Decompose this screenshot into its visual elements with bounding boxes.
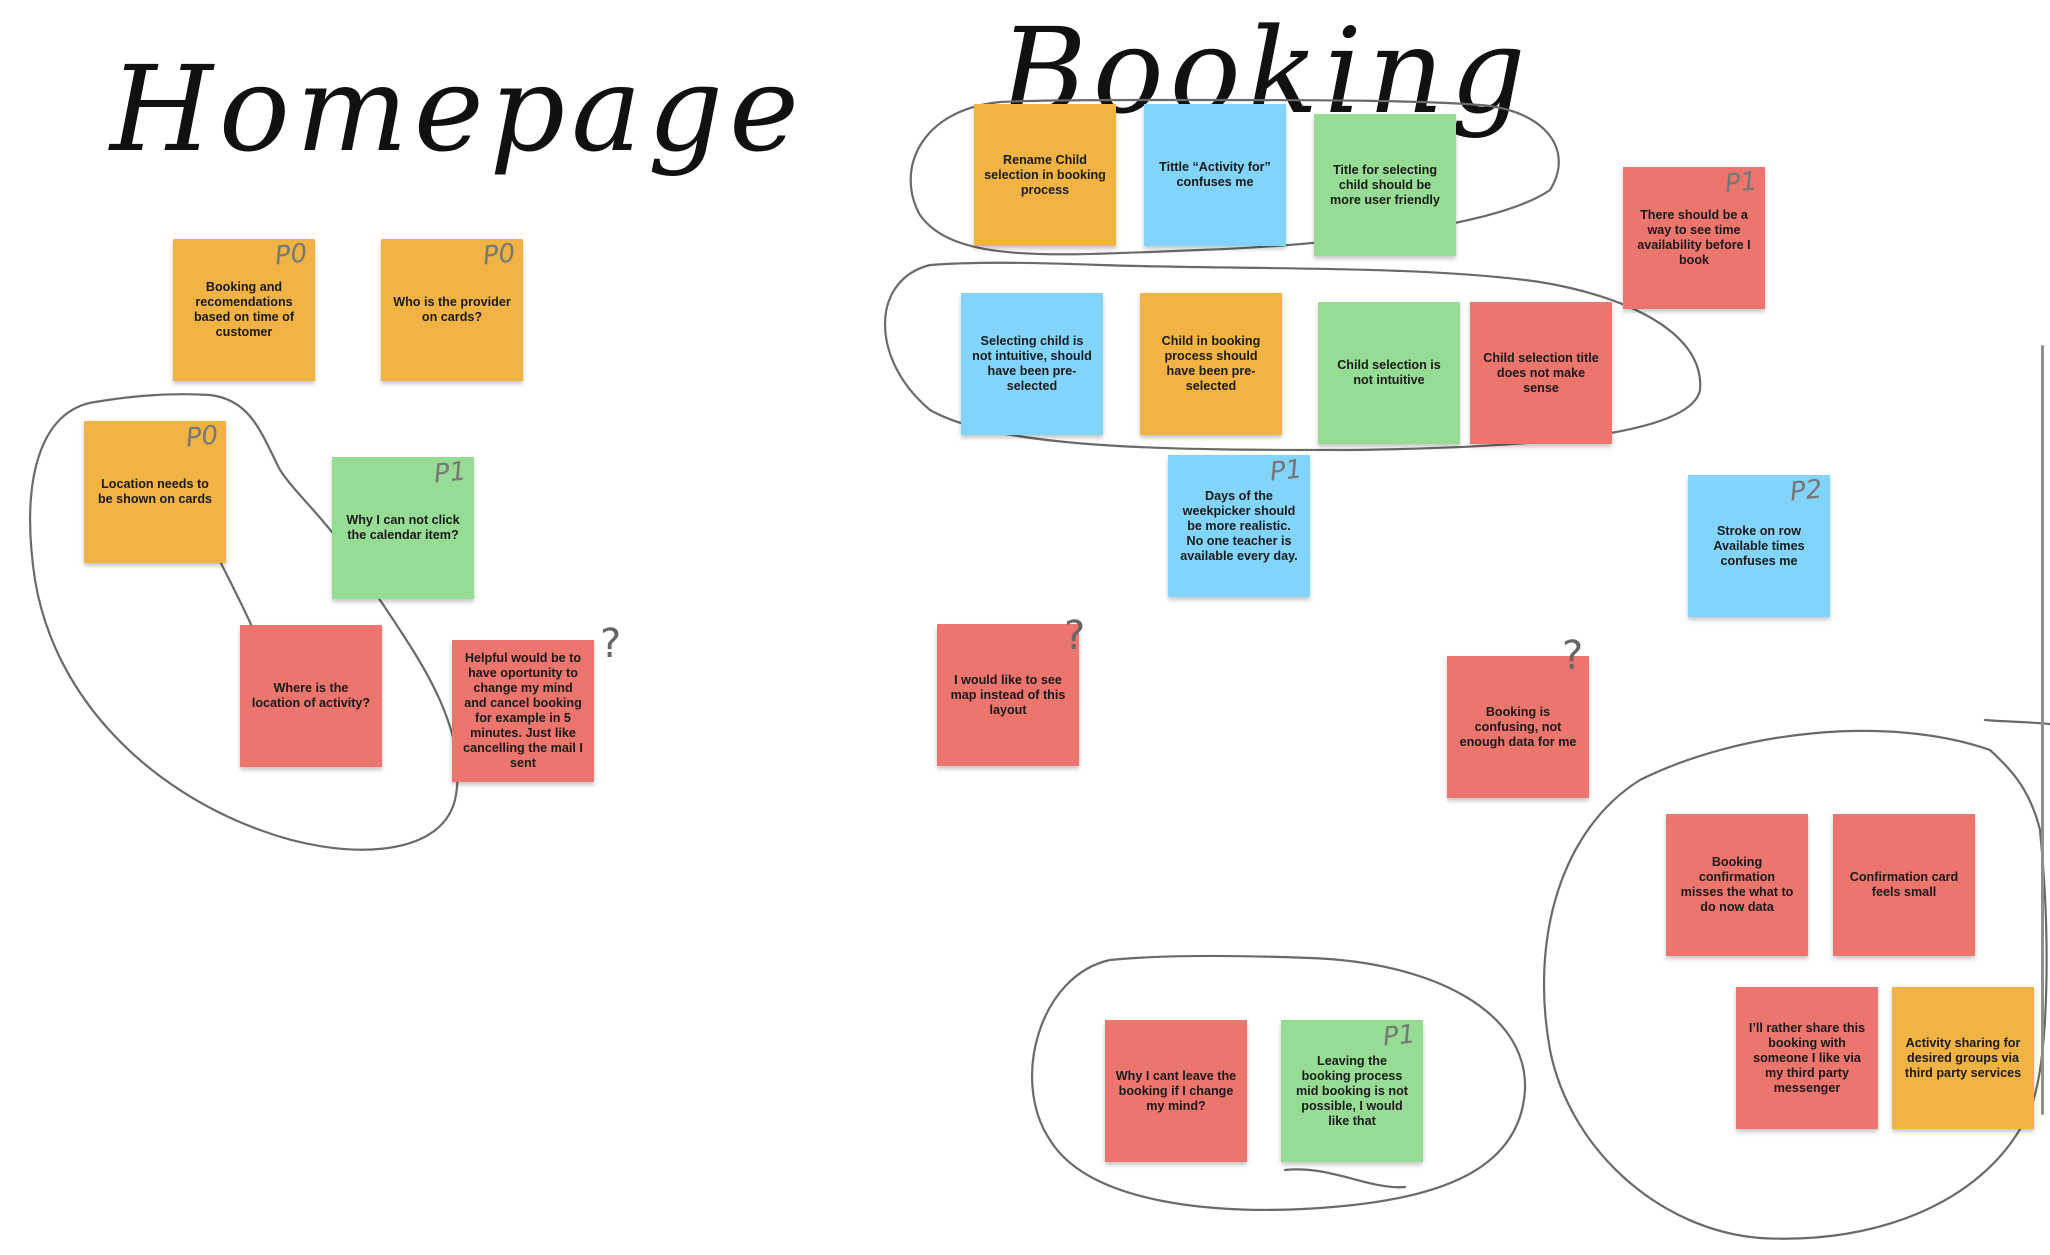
question-mark-annotation: ? xyxy=(1064,613,1086,659)
sticky-note-text: Child in booking process should have bee… xyxy=(1161,334,1261,393)
sticky-note-text: I’ll rather share this booking with some… xyxy=(1748,1020,1866,1095)
sticky-note-share-via-messenger[interactable]: I’ll rather share this booking with some… xyxy=(1736,987,1878,1129)
sticky-note-text: Why I can not click the calendar item? xyxy=(346,513,460,542)
sticky-note-activity-sharing-groups[interactable]: Activity sharing for desired groups via … xyxy=(1892,987,2034,1129)
sticky-note-rename-child-selection[interactable]: Rename Child selection in booking proces… xyxy=(974,104,1116,246)
sticky-note-stroke-available-times[interactable]: P2 Stroke on row Available times confuse… xyxy=(1688,474,1830,617)
sticky-note-booking-confusing[interactable]: Booking is confusing, not enough data fo… xyxy=(1447,656,1589,798)
sticky-note-confirmation-card-small[interactable]: Confirmation card feels small xyxy=(1833,814,1975,956)
sticky-note-text: Rename Child selection in booking proces… xyxy=(984,152,1106,197)
sticky-note-provider-on-cards[interactable]: P0 Who is the provider on cards? xyxy=(381,238,523,381)
lasso-confirmation-sharing xyxy=(1542,729,2048,1240)
sticky-note-map-instead-layout[interactable]: I would like to see map instead of this … xyxy=(937,624,1079,766)
sticky-note-booking-recommendations[interactable]: P0 Booking and recomendations based on t… xyxy=(173,238,315,381)
sticky-note-text: Confirmation card feels small xyxy=(1849,870,1959,899)
priority-tag: P1 xyxy=(1268,454,1304,488)
underline-leave-booking xyxy=(1283,1168,1407,1189)
sticky-note-text: I would like to see map instead of this … xyxy=(950,672,1066,717)
sticky-note-text: Booking confirmation misses the what to … xyxy=(1680,855,1794,914)
sticky-note-leave-booking-change-mind[interactable]: Why I cant leave the booking if I change… xyxy=(1105,1020,1247,1162)
sticky-note-text: Selecting child is not intuitive, should… xyxy=(972,334,1092,393)
priority-tag: P0 xyxy=(481,238,517,272)
priority-tag: P1 xyxy=(1381,1019,1417,1053)
sticky-note-title-selecting-child[interactable]: Title for selecting child should be more… xyxy=(1314,114,1456,256)
priority-tag: P0 xyxy=(184,420,220,454)
question-mark-annotation: ? xyxy=(600,621,622,667)
sticky-note-text: Title for selecting child should be more… xyxy=(1330,162,1440,207)
sticky-note-text: Booking and recomendations based on time… xyxy=(193,280,295,339)
sticky-note-leaving-booking-mid[interactable]: P1 Leaving the booking process mid booki… xyxy=(1281,1019,1423,1162)
sticky-note-text: Why I cant leave the booking if I change… xyxy=(1115,1068,1237,1113)
sticky-note-text: Stroke on row Available times confuses m… xyxy=(1713,523,1805,568)
sticky-note-child-selection-title[interactable]: Child selection title does not make sens… xyxy=(1470,302,1612,444)
priority-tag: P0 xyxy=(273,238,309,272)
sticky-note-text: Tittle “Activity for” confuses me xyxy=(1159,160,1271,189)
sticky-note-cancel-booking[interactable]: Helpful would be to have oportunity to c… xyxy=(452,640,594,782)
sticky-note-text: Child selection title does not make sens… xyxy=(1483,350,1599,395)
sticky-note-child-preselected[interactable]: Child in booking process should have bee… xyxy=(1140,293,1282,435)
sticky-note-text: Activity sharing for desired groups via … xyxy=(1904,1035,2022,1080)
sticky-note-text: There should be a way to see time availa… xyxy=(1637,208,1751,267)
sticky-note-child-not-intuitive-preselected[interactable]: Selecting child is not intuitive, should… xyxy=(961,293,1103,435)
sticky-note-confirmation-what-to-do[interactable]: Booking confirmation misses the what to … xyxy=(1666,814,1808,956)
sticky-note-text: Leaving the booking process mid booking … xyxy=(1296,1053,1408,1128)
sticky-note-activity-for-title[interactable]: Tittle “Activity for” confuses me xyxy=(1144,104,1286,246)
sticky-note-time-availability[interactable]: P1 There should be a way to see time ava… xyxy=(1623,166,1765,309)
question-mark-annotation: ? xyxy=(1562,633,1584,679)
sticky-note-text: Days of the weekpicker should be more re… xyxy=(1180,488,1298,563)
sticky-note-text: Child selection is not intuitive xyxy=(1337,358,1441,387)
sticky-note-text: Helpful would be to have oportunity to c… xyxy=(463,651,583,770)
sticky-note-text: Where is the location of activity? xyxy=(251,681,371,710)
priority-tag: P1 xyxy=(432,456,468,490)
priority-tag: P2 xyxy=(1788,474,1824,508)
sticky-note-text: Booking is confusing, not enough data fo… xyxy=(1459,704,1577,749)
sticky-note-weekpicker-realistic[interactable]: P1 Days of the weekpicker should be more… xyxy=(1168,454,1310,597)
priority-tag: P1 xyxy=(1723,166,1759,200)
vertical-scrollbar[interactable] xyxy=(2041,345,2044,1115)
heading-homepage[interactable]: Homepage xyxy=(110,40,805,178)
sticky-note-text: Location needs to be shown on cards xyxy=(97,477,213,506)
sticky-note-click-calendar[interactable]: P1 Why I can not click the calendar item… xyxy=(332,456,474,599)
sticky-note-text: Who is the provider on cards? xyxy=(393,295,511,324)
sticky-note-location-of-activity[interactable]: Where is the location of activity? xyxy=(240,625,382,767)
sticky-note-child-selection-not-intuitive[interactable]: Child selection is not intuitive xyxy=(1318,302,1460,444)
sticky-note-location-on-cards[interactable]: P0 Location needs to be shown on cards xyxy=(84,420,226,563)
